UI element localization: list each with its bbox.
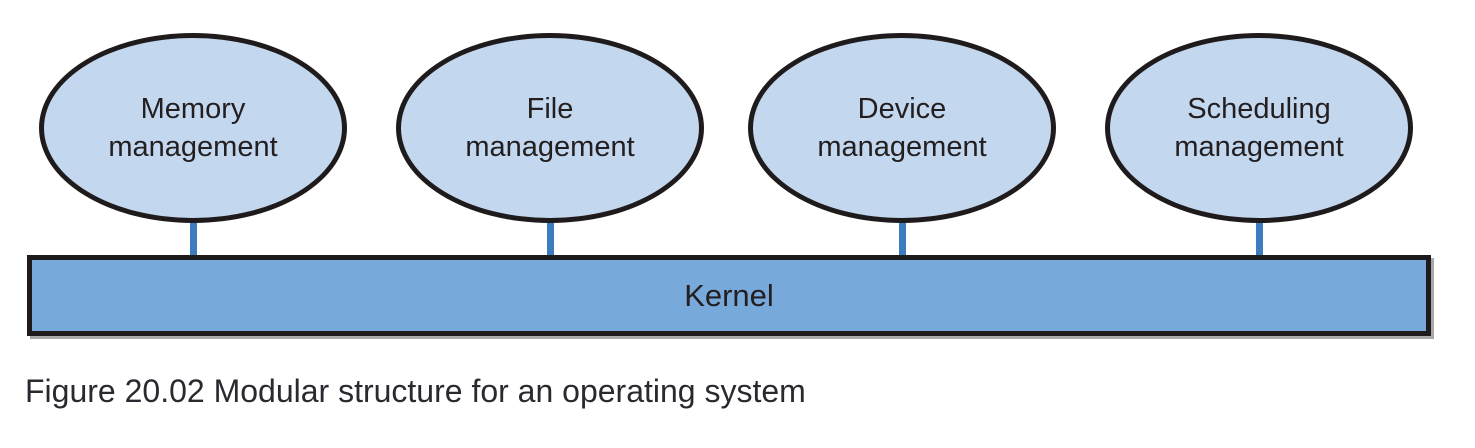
module-label-line: Memory bbox=[140, 93, 246, 125]
connector-line-memory bbox=[190, 218, 197, 260]
module-label-line: Scheduling bbox=[1187, 93, 1331, 125]
module-ellipse-scheduling: Scheduling management bbox=[1105, 33, 1413, 223]
module-label-line: File bbox=[526, 93, 574, 125]
module-ellipse-file: File management bbox=[396, 33, 704, 223]
kernel-label: Kernel bbox=[684, 277, 774, 313]
module-label-line: management bbox=[108, 131, 278, 163]
module-ellipse-memory: Memory management bbox=[39, 33, 347, 223]
module-label-line: Device bbox=[857, 93, 947, 125]
connector-line-scheduling bbox=[1256, 218, 1263, 260]
module-label-line: management bbox=[1174, 131, 1344, 163]
connector-line-file bbox=[547, 218, 554, 260]
kernel-bar: Kernel bbox=[27, 255, 1431, 336]
figure-caption: Figure 20.02 Modular structure for an op… bbox=[25, 373, 806, 409]
module-label-line: management bbox=[465, 131, 635, 163]
module-ellipse-device: Device management bbox=[748, 33, 1056, 223]
connector-line-device bbox=[899, 218, 906, 260]
module-label-line: management bbox=[817, 131, 987, 163]
